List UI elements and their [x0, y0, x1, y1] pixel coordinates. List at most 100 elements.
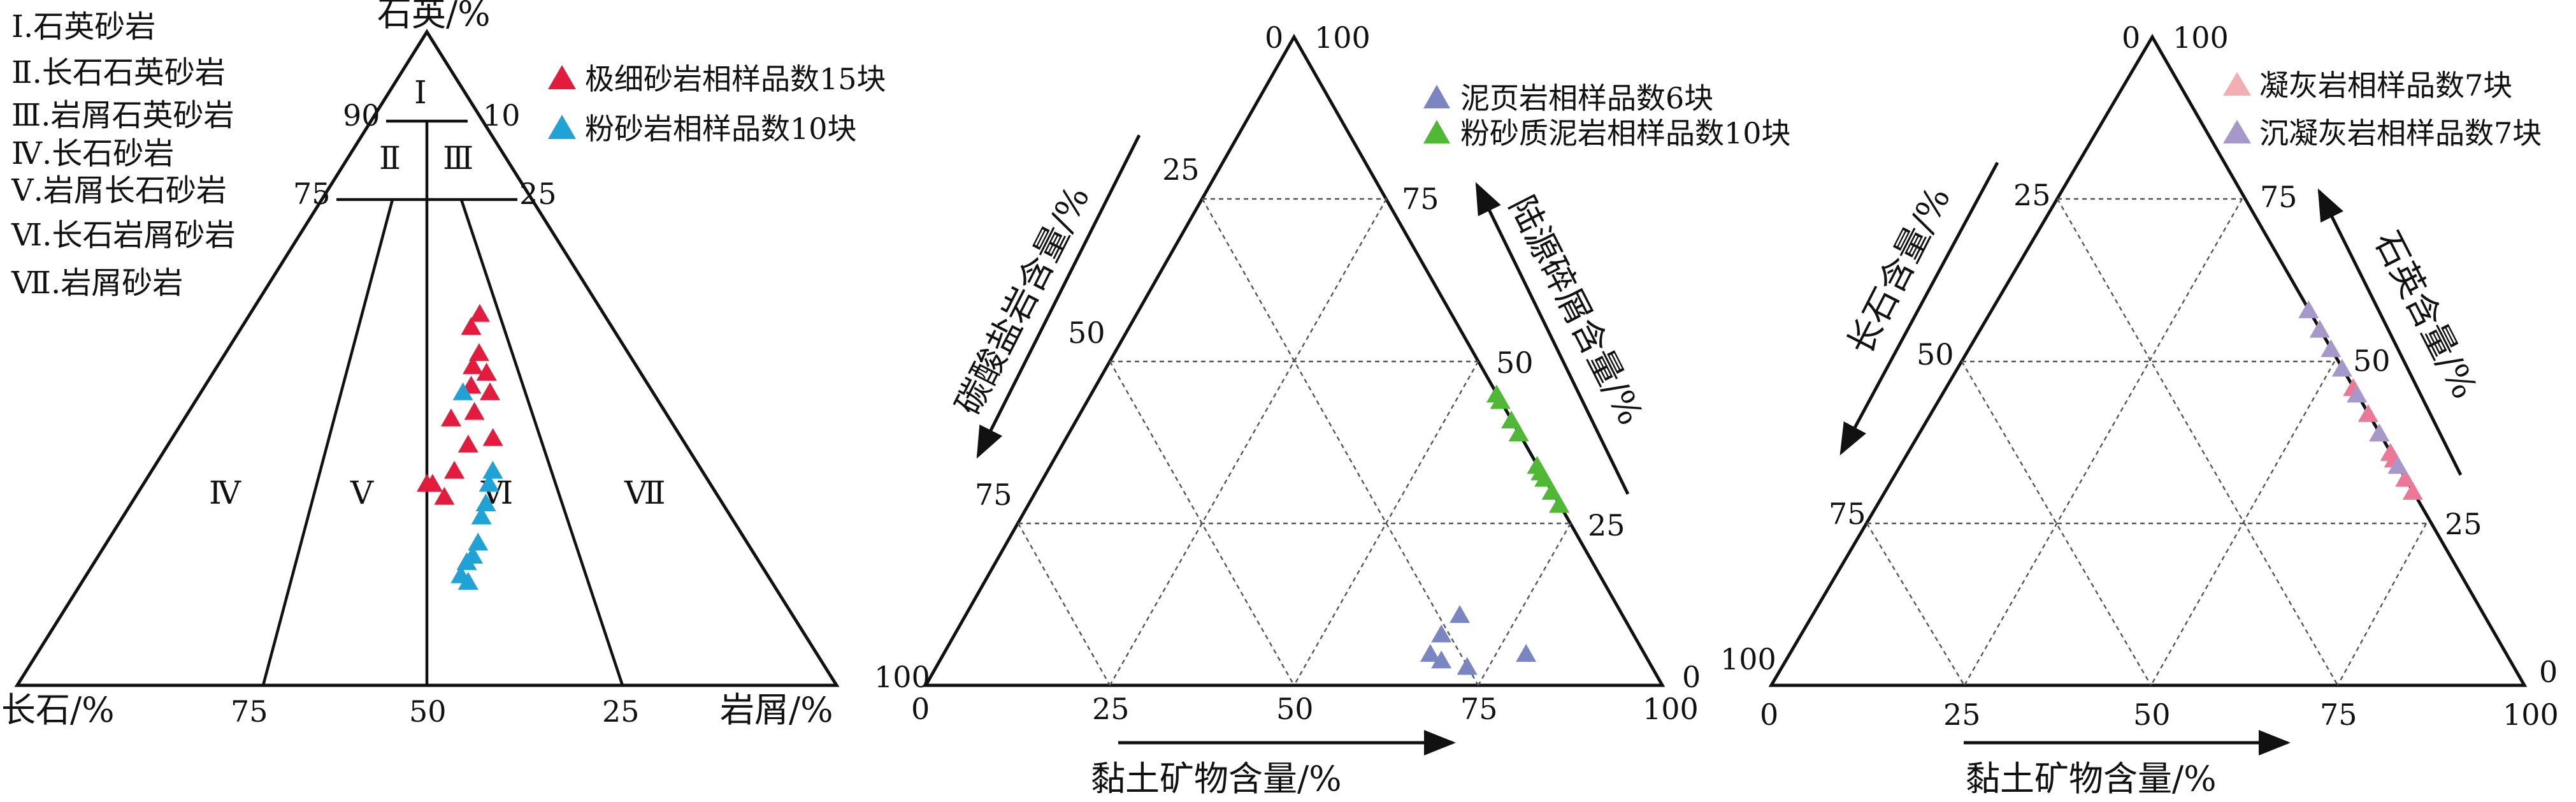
legend-label-tuff: 凝灰岩相样品数7块 [2259, 68, 2512, 103]
panel-3-left-axis-arrow [1839, 161, 1999, 456]
panel-3-left-tick-75: 75 [1829, 497, 1866, 531]
data-point-panel2-green-8 [1541, 481, 1562, 500]
panel-3-right-tick-75: 75 [2260, 180, 2298, 214]
panel-3-right-corner-tick-0: 0 [2539, 655, 2558, 689]
legend-marker-red [548, 65, 576, 89]
panel-1-bottom-tick-25: 25 [602, 694, 640, 729]
data-point-panel2-blue-4 [1431, 650, 1452, 669]
data-point-panel2-blue-1 [1450, 605, 1471, 623]
panel-1-legend: 极细砂岩相样品数15块 粉砂岩相样品数10块 [548, 62, 886, 146]
data-point-panel2-blue-6 [1516, 644, 1537, 662]
panel-2-bottom-tick-50: 50 [1276, 692, 1314, 726]
panel-2-apex-tick-100: 100 [1314, 20, 1371, 55]
panel-2-bottom-tick-25: 25 [1092, 692, 1130, 726]
class-list-item-6: Ⅵ.长石岩屑砂岩 [11, 217, 236, 253]
panel-2-left-axis-label: 碳酸盐岩含量/% [947, 180, 1097, 421]
panel-1-tick-25-right: 25 [519, 177, 557, 211]
panel-2-left-tick-50: 50 [1068, 316, 1105, 350]
panel-1-right-corner-label: 岩屑/% [720, 690, 833, 730]
class-list-item-2: Ⅱ.长石石英砂岩 [11, 55, 226, 91]
panel-1-bottom-tick-50: 50 [409, 694, 447, 729]
panel-2-ternary-diagram: 0 100 100 0 0 100 25 50 75 75 50 25 25 5… [874, 20, 1791, 799]
panel-1-boundary-ratio-25 [459, 199, 624, 686]
region-label-2: Ⅱ [379, 140, 401, 177]
panel-2-data-points [1420, 384, 1570, 675]
panel-3-bottom-axis-label: 黏土矿物含量/% [1966, 759, 2217, 799]
data-point-panel3-lilac-2 [2309, 319, 2330, 338]
class-list-item-5: Ⅴ.岩屑长石砂岩 [11, 173, 227, 208]
panel-2-left-tick-75: 75 [975, 478, 1012, 512]
data-point-panel1-cyan-3 [475, 493, 496, 511]
data-point-panel1-red-2 [461, 317, 482, 335]
panel-3-gridlines [1866, 198, 2428, 686]
panel-3-right-tick-25: 25 [2445, 507, 2482, 541]
panel-3-ternary-diagram: 0 100 100 0 0 100 25 50 75 75 50 25 25 5… [1720, 20, 2559, 799]
legend-marker-green [1423, 120, 1450, 143]
panel-1-class-list: Ⅰ.石英砂岩 Ⅱ.长石石英砂岩 Ⅲ.岩屑石英砂岩 Ⅳ.长石砂岩 Ⅴ.岩屑长石砂岩… [11, 9, 236, 301]
data-point-panel1-red-11 [457, 434, 479, 453]
panel-3-bottom-tick-75: 75 [2320, 697, 2357, 732]
panel-2-bottom-tick-100: 100 [1643, 692, 1699, 726]
panel-2-right-tick-25: 25 [1588, 508, 1625, 543]
panel-2-left-tick-25: 25 [1162, 152, 1200, 187]
panel-1-data-points [417, 303, 503, 590]
panel-1-top-axis-label: 石英/% [377, 0, 491, 34]
data-point-panel2-green-4 [1508, 423, 1529, 442]
legend-label-tuffite: 沉凝灰岩相样品数7块 [2259, 116, 2542, 150]
panel-3-legend: 凝灰岩相样品数7块 沉凝灰岩相样品数7块 [2223, 68, 2542, 150]
panel-1-tick-10: 10 [483, 98, 521, 133]
data-point-panel1-cyan-7 [456, 552, 477, 571]
data-point-panel3-lilac-7 [2387, 456, 2408, 474]
legend-marker-light-pink [2223, 72, 2251, 96]
panel-1-boundary-ratio-75 [261, 199, 394, 686]
data-point-panel2-green-2 [1490, 391, 1511, 409]
data-point-panel1-red-8 [440, 408, 461, 427]
data-point-panel2-green-3 [1501, 411, 1522, 429]
data-point-panel3-lilac-5 [2347, 384, 2368, 403]
data-point-panel1-red-15 [434, 486, 455, 505]
panel-2-legend: 泥页岩相样品数6块 粉砂质泥岩相样品数10块 [1423, 81, 1791, 150]
panel-3-apex-tick-0: 0 [2122, 20, 2140, 55]
panel-2-apex-tick-0: 0 [1265, 20, 1283, 55]
class-list-item-4: Ⅳ.长石砂岩 [11, 136, 174, 171]
panel-1-sandstone-classification: Ⅰ.石英砂岩 Ⅱ.长石石英砂岩 Ⅲ.岩屑石英砂岩 Ⅳ.长石砂岩 Ⅴ.岩屑长石砂岩… [1, 0, 886, 730]
data-point-panel1-red-7 [480, 382, 501, 400]
panel-3-left-tick-25: 25 [2013, 178, 2051, 212]
data-point-panel1-red-4 [463, 356, 484, 374]
panel-2-right-tick-75: 75 [1402, 182, 1439, 216]
panel-3-bottom-tick-50: 50 [2133, 697, 2171, 732]
data-point-panel2-green-10 [1549, 495, 1570, 513]
data-point-panel1-cyan-5 [468, 532, 489, 551]
panel-2-right-tick-50: 50 [1496, 346, 1534, 380]
data-point-panel2-blue-3 [1420, 644, 1441, 662]
panel-1-bottom-tick-75: 75 [231, 694, 268, 729]
data-point-panel3-pink-7 [2402, 481, 2423, 500]
panel-2-left-axis-arrow [976, 134, 1141, 459]
data-point-panel1-red-12 [444, 460, 465, 479]
legend-label-mud-shale: 泥页岩相样品数6块 [1460, 81, 1713, 115]
legend-marker-cyan [548, 115, 576, 139]
panel-1-tick-75-left: 75 [293, 177, 331, 211]
data-point-panel1-red-14 [417, 474, 437, 492]
data-point-panel3-lilac-1 [2298, 300, 2319, 319]
legend-label-very-fine-sandstone: 极细砂岩相样品数15块 [585, 62, 886, 96]
panel-3-apex-tick-100: 100 [2173, 20, 2229, 55]
panel-2-bottom-tick-0: 0 [911, 692, 930, 726]
data-point-panel2-blue-5 [1457, 657, 1478, 675]
data-point-panel1-red-5 [476, 363, 497, 381]
panel-3-right-tick-50: 50 [2353, 344, 2391, 378]
data-point-panel1-cyan-9 [452, 382, 473, 400]
region-label-4: Ⅳ [209, 474, 241, 511]
legend-marker-lilac [2223, 120, 2251, 143]
panel-2-gridlines [1017, 198, 1572, 686]
panel-3-left-tick-50: 50 [1917, 337, 1954, 372]
data-point-panel1-red-1 [469, 303, 490, 322]
region-label-7: Ⅶ [624, 474, 666, 511]
legend-label-silty-mudstone: 粉砂质泥岩相样品数10块 [1460, 116, 1791, 150]
panel-1-tick-90: 90 [343, 98, 380, 133]
panel-3-bottom-tick-0: 0 [1760, 697, 1778, 732]
data-point-panel2-green-7 [1534, 469, 1555, 487]
legend-label-siltstone: 粉砂岩相样品数10块 [585, 112, 857, 146]
data-point-panel1-cyan-10 [457, 572, 479, 590]
